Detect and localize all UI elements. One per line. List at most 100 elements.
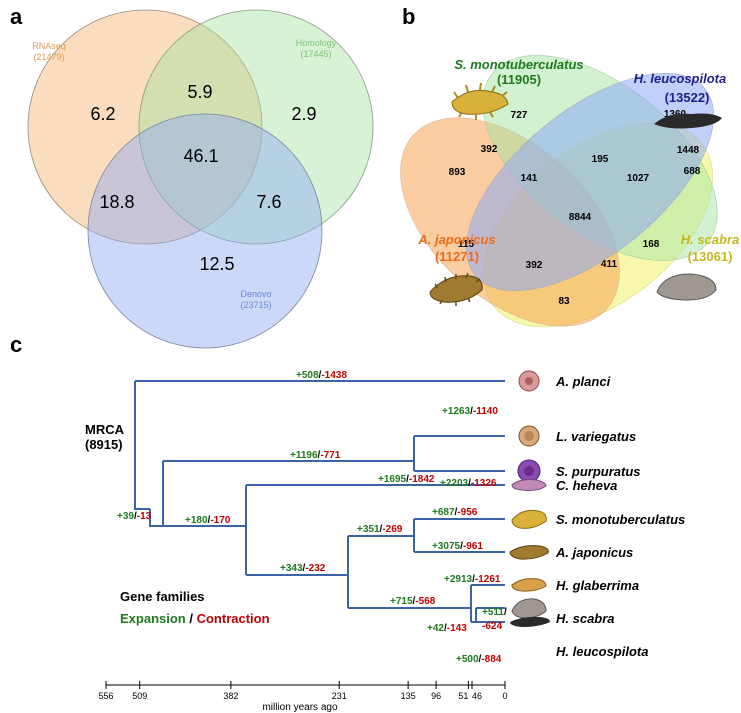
phylogenetic-tree <box>134 380 505 623</box>
venn-b-195: 195 <box>592 154 609 165</box>
h-scabra-icon <box>511 598 547 619</box>
branch-label-stichopodidae: +351/-269 <box>357 524 403 535</box>
venn-b-141: 141 <box>521 173 538 184</box>
h-glaberrima-icon <box>511 578 547 592</box>
s-purpuratus-icon <box>517 459 541 483</box>
taxon-h-glaberrima: H. glaberrima <box>556 578 639 593</box>
taxon-c-heheva: C. heheva <box>556 478 617 493</box>
branch-label-l-variegatus: +1263/-1140 <box>442 406 498 417</box>
venn-b-893: 893 <box>449 167 466 178</box>
branch-label-h-glaberrima: +2913/-1261 <box>444 574 501 585</box>
s-monotuberculatus-count: (11905) <box>497 72 541 87</box>
branch-label-a-planci: +508/-1438 <box>296 370 347 381</box>
taxon-a-planci: A. planci <box>555 374 611 389</box>
taxon-h-scabra: H. scabra <box>556 611 615 626</box>
panel-c-label: c <box>10 332 22 357</box>
denovo-circle <box>87 113 323 349</box>
legend-text: Expansion / Contraction <box>120 611 270 626</box>
venn-b-392-bottom: 392 <box>526 260 543 271</box>
h-leucospilota-image <box>654 113 722 129</box>
venn-a-homology-only: 2.9 <box>291 104 316 124</box>
panel-a-label: a <box>10 4 23 29</box>
axis-tick-label-0: 0 <box>502 691 507 701</box>
venn-b-83: 83 <box>558 296 570 307</box>
venn-b-411: 411 <box>601 259 618 270</box>
taxon-l-variegatus: L. variegatus <box>556 429 636 444</box>
a-planci-icon <box>518 370 540 392</box>
s-monotuberculatus-name: S. monotuberculatus <box>454 57 583 72</box>
homology-label: Homology <box>296 38 337 48</box>
h-scabra-image <box>656 273 717 301</box>
h-leucospilota-count: (13522) <box>665 90 710 105</box>
s-monotuberculatus-icon <box>511 509 547 529</box>
panel-c: c MRCA (8915) +508/-1438 +1263/-1140 +11… <box>10 332 685 713</box>
branch-label-h-scabra-con: -624 <box>482 621 502 632</box>
venn-b-1448: 1448 <box>677 145 700 156</box>
branch-label-s-purpuratus: +2203/-1326 <box>440 478 497 489</box>
a-japonicus-count: (11271) <box>435 249 479 264</box>
mrca-count: (8915) <box>85 437 123 452</box>
mrca-label: MRCA <box>85 422 125 437</box>
taxon-a-japonicus: A. japonicus <box>555 545 633 560</box>
branch-label-root: +39/-13 <box>117 511 152 522</box>
branch-label-s-monotuberculatus: +687/-956 <box>432 507 478 518</box>
axis-tick-label-96: 96 <box>431 691 441 701</box>
venn-b-392-top: 392 <box>481 144 498 155</box>
venn-a-rna-denovo: 18.8 <box>99 192 134 212</box>
panel-a: a RNAseq (21479) Homology (17445) Denovo… <box>10 4 374 349</box>
homology-circle <box>138 9 374 245</box>
venn-b-8844: 8844 <box>569 212 592 223</box>
branch-label-h-scabra-leucospilota: +42/-143 <box>427 623 467 634</box>
a-japonicus-icon <box>509 545 549 560</box>
homology-count: (17445) <box>300 49 331 59</box>
legend-title: Gene families <box>120 589 205 604</box>
axis-tick-label-135: 135 <box>401 691 416 701</box>
rnaseq-count: (21479) <box>33 52 64 62</box>
branch-label-holothuroidea-stem: +180/-170 <box>185 515 231 526</box>
branch-label-c-heheva: +1695/-1842 <box>378 474 435 485</box>
rnaseq-circle <box>27 9 263 245</box>
h-scabra-count: (13061) <box>688 249 733 264</box>
venn-a-denovo-only: 12.5 <box>199 254 234 274</box>
taxon-s-monotuberculatus: S. monotuberculatus <box>556 512 685 527</box>
venn-b-115: 115 <box>458 239 475 250</box>
c-heheva-icon <box>511 479 547 491</box>
denovo-count: (23715) <box>240 300 271 310</box>
time-axis: 556 509 382 231 135 96 51 46 0 million years ago <box>98 681 508 713</box>
venn-a-rna-only: 6.2 <box>90 104 115 124</box>
venn-b-168: 168 <box>643 239 660 250</box>
axis-tick-label-51: 51 <box>458 691 468 701</box>
branch-label-holothuria: +715/-568 <box>390 596 436 607</box>
h-leucospilota-name: H. leucospilota <box>634 71 726 86</box>
denovo-label: Denovo <box>240 289 271 299</box>
branch-label-aspidochirotida: +343/-232 <box>280 563 326 574</box>
venn-b-1027: 1027 <box>627 173 650 184</box>
axis-tick-label-509: 509 <box>132 691 147 701</box>
l-variegatus-icon <box>518 425 540 447</box>
axis-tick-label-231: 231 <box>332 691 347 701</box>
branch-label-a-japonicus: +3075/-961 <box>432 541 483 552</box>
rnaseq-label: RNAseq <box>32 41 66 51</box>
axis-tick-label-556: 556 <box>98 691 113 701</box>
taxon-h-leucospilota: H. leucospilota <box>556 644 648 659</box>
venn-b-727: 727 <box>511 110 528 121</box>
axis-tick-label-46: 46 <box>472 691 482 701</box>
venn-b-688: 688 <box>684 166 701 177</box>
panel-b-label: b <box>402 4 415 29</box>
panel-b: b 727 195 1360 392 893 141 1027 1448 688… <box>400 4 740 328</box>
taxon-s-purpuratus: S. purpuratus <box>556 464 641 479</box>
branch-label-h-leucospilota: +500/-884 <box>456 654 502 665</box>
axis-tick-label-382: 382 <box>223 691 238 701</box>
h-leucospilota-ellipse <box>466 73 714 291</box>
h-leucospilota-icon <box>510 616 550 627</box>
s-monotuberculatus-image <box>451 82 509 120</box>
a-japonicus-name: A. japonicus <box>417 232 495 247</box>
branch-label-h-scabra-exp: +511/ <box>482 607 507 618</box>
a-japonicus-image <box>429 272 483 306</box>
venn-a-rna-homology: 5.9 <box>187 82 212 102</box>
branch-label-echinoidea: +1196/-771 <box>290 450 341 461</box>
h-scabra-name: H. scabra <box>681 232 740 247</box>
venn-a-all: 46.1 <box>183 146 218 166</box>
axis-title: million years ago <box>262 702 337 713</box>
